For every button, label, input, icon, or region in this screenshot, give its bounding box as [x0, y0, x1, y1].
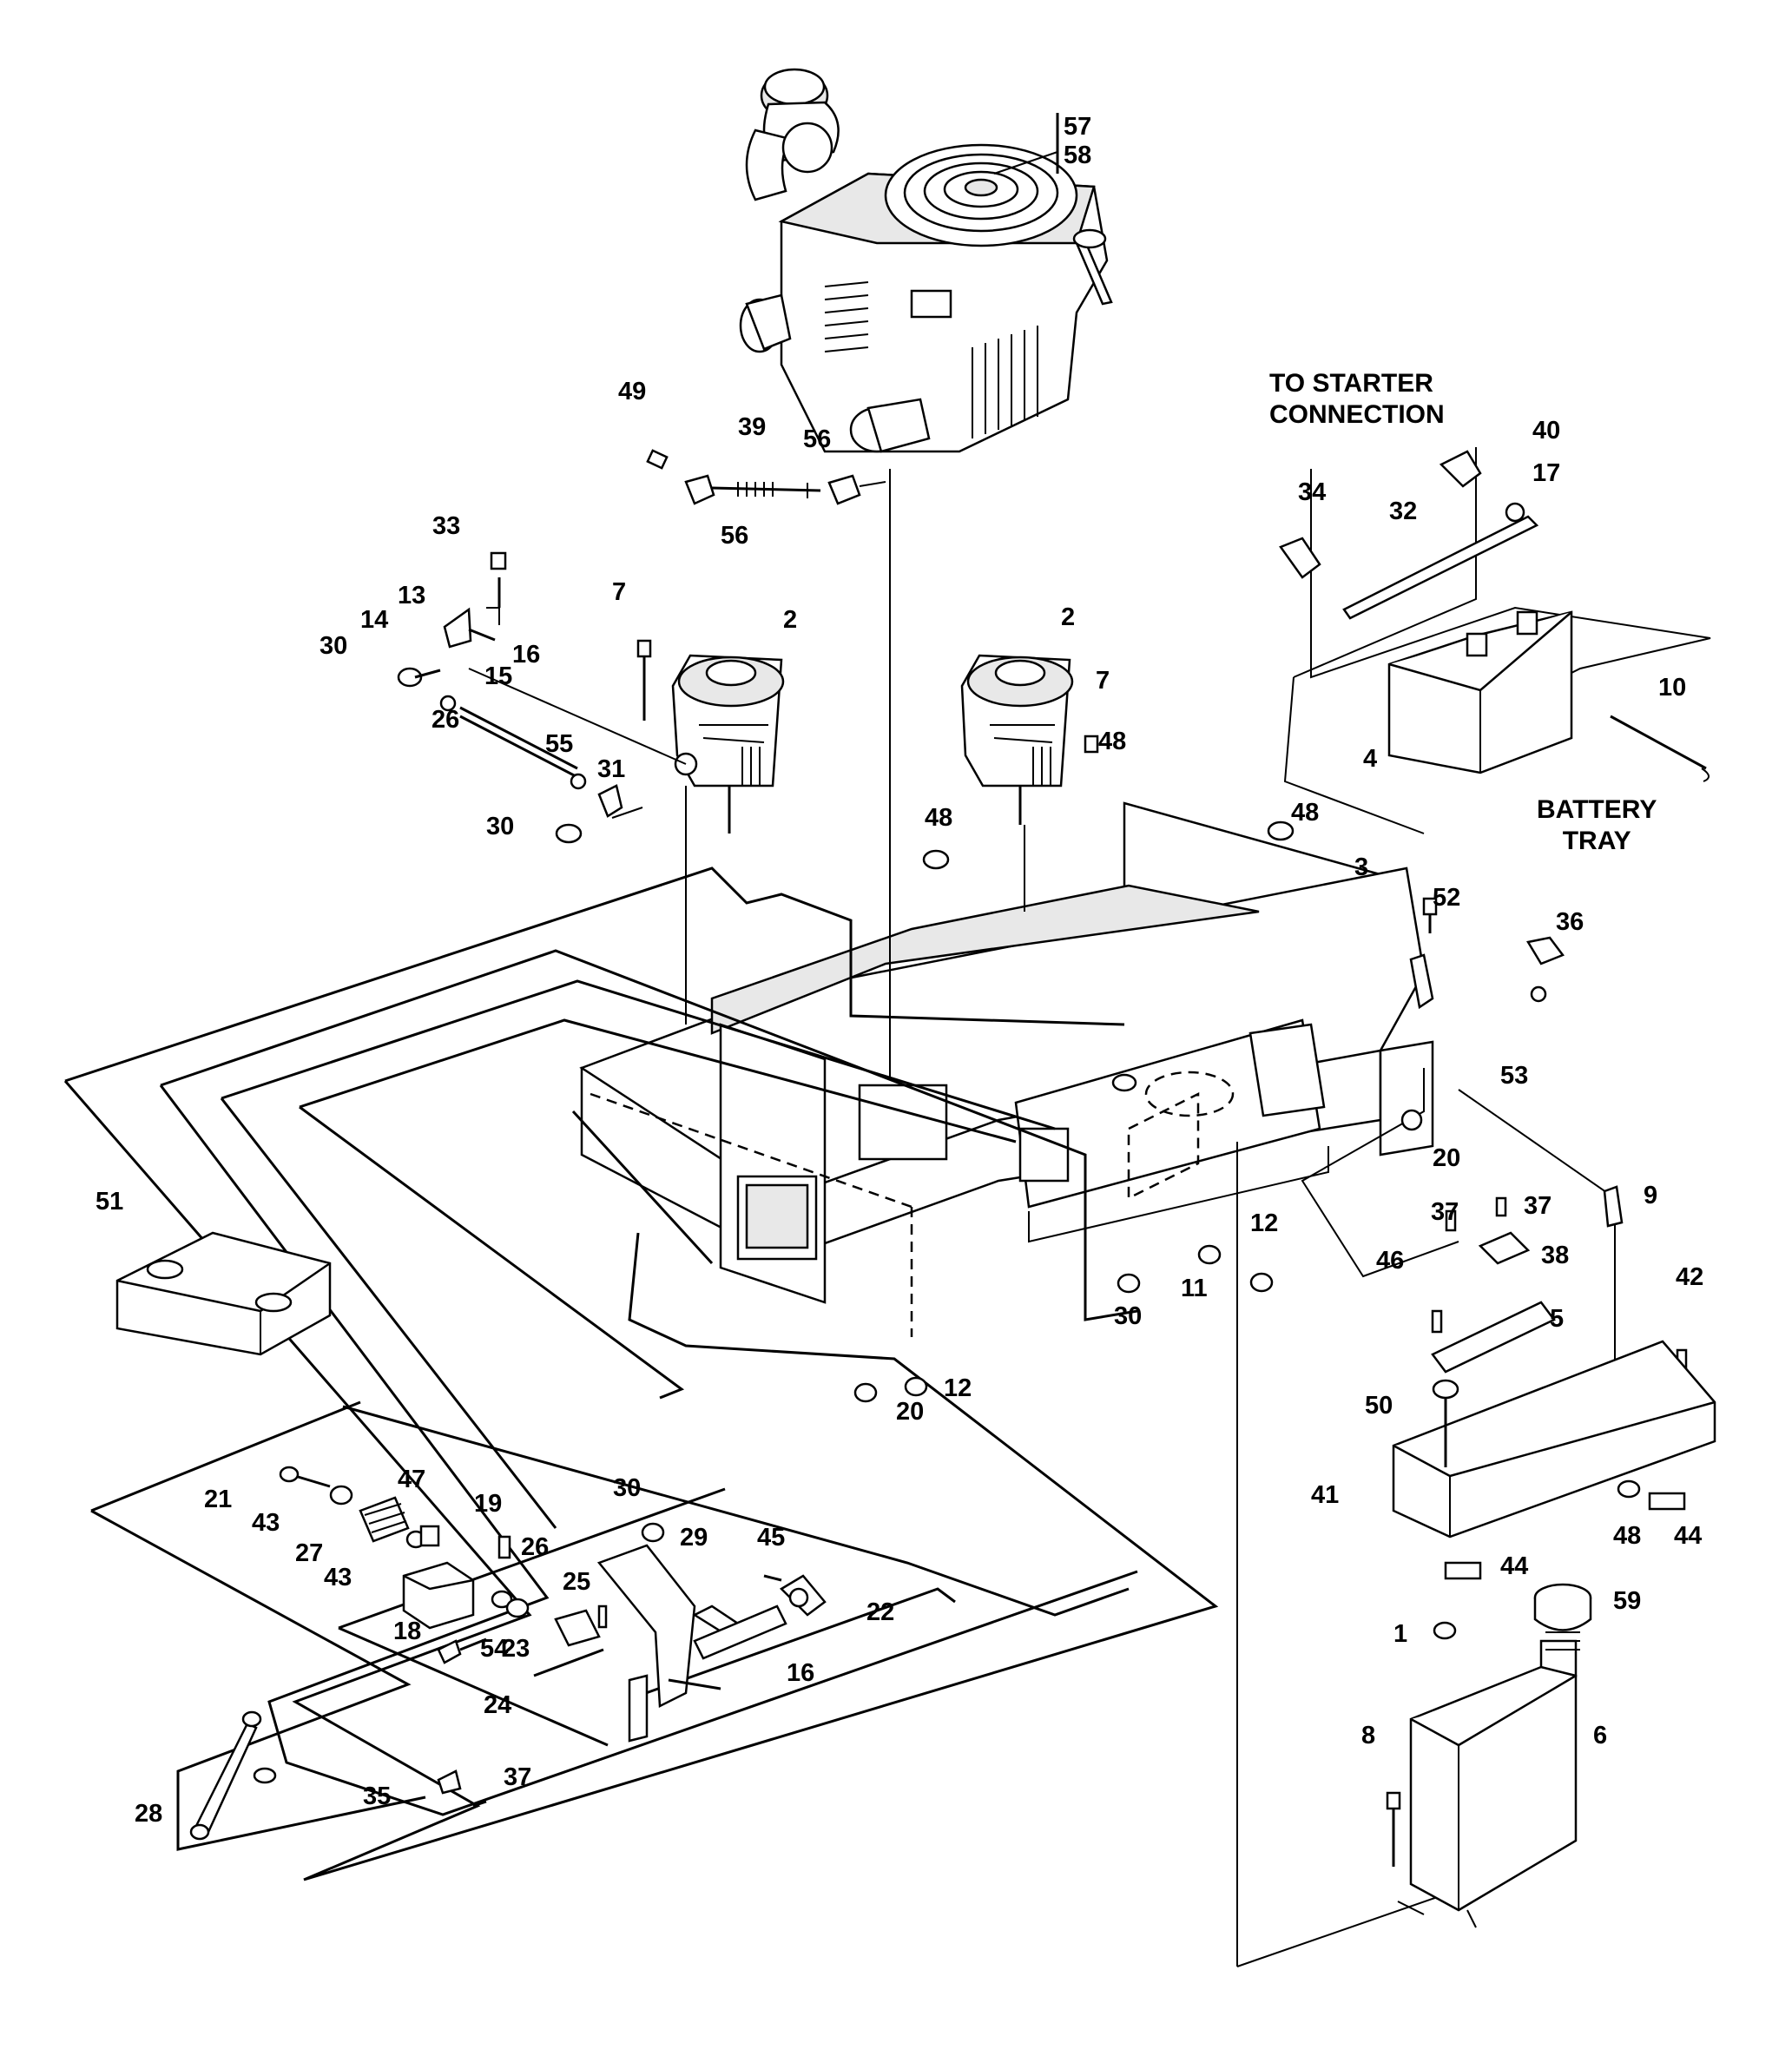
callout-41: 41	[1311, 1481, 1340, 1509]
callout-46: 46	[1376, 1247, 1405, 1275]
callout-22: 22	[866, 1598, 895, 1626]
callout-27: 27	[295, 1539, 324, 1567]
callout-43-upper: 43	[252, 1509, 280, 1537]
note-battery-line1: BATTERY	[1537, 795, 1657, 824]
callout-37-lower: 37	[504, 1763, 532, 1791]
callout-16-lower: 16	[787, 1659, 815, 1687]
callout-3: 3	[1354, 853, 1369, 881]
callout-38: 38	[1541, 1242, 1570, 1269]
callout-20-lower: 20	[896, 1398, 925, 1426]
callout-24: 24	[484, 1691, 512, 1719]
callout-10: 10	[1658, 674, 1687, 702]
engine-assembly	[739, 68, 1113, 453]
callout-25: 25	[563, 1568, 591, 1596]
note-starter-connection: TO STARTER CONNECTION	[1269, 368, 1445, 431]
callout-48-b: 48	[1291, 799, 1320, 827]
fasteners	[853, 820, 1295, 1403]
callout-37-right-a: 37	[1431, 1198, 1459, 1226]
callout-23: 23	[502, 1635, 530, 1663]
callout-59: 59	[1613, 1587, 1642, 1615]
callout-44-left: 44	[1500, 1552, 1529, 1580]
callout-47: 47	[398, 1466, 426, 1493]
callout-42: 42	[1676, 1263, 1704, 1291]
callout-1: 1	[1393, 1620, 1408, 1648]
callout-2-right: 2	[1061, 603, 1076, 631]
callout-35: 35	[363, 1782, 392, 1810]
callout-49: 49	[618, 378, 647, 405]
note-starter-line2: CONNECTION	[1269, 400, 1445, 429]
note-battery-line2: TRAY	[1562, 827, 1631, 855]
callout-48-a: 48	[1098, 728, 1127, 755]
callout-15: 15	[484, 662, 513, 690]
callout-21: 21	[204, 1486, 233, 1513]
callout-13: 13	[398, 582, 426, 609]
callout-5: 5	[1550, 1305, 1565, 1333]
note-battery-tray: BATTERY TRAY	[1537, 794, 1657, 857]
bolts-7	[636, 639, 1099, 754]
module-51	[115, 1231, 332, 1356]
callout-54: 54	[480, 1635, 509, 1663]
callout-37-right-b: 37	[1524, 1192, 1552, 1220]
callout-58: 58	[1064, 142, 1092, 169]
callout-28: 28	[135, 1800, 163, 1828]
routing-outlines	[63, 866, 1219, 1881]
callout-31: 31	[597, 755, 626, 783]
battery-assembly	[1279, 450, 1710, 782]
callout-50: 50	[1365, 1392, 1393, 1420]
callout-34: 34	[1298, 478, 1327, 506]
callout-26-upper: 26	[432, 706, 460, 734]
callout-45: 45	[757, 1524, 786, 1552]
callout-56-lower: 56	[721, 522, 749, 550]
callout-55: 55	[545, 730, 574, 758]
guide-lines	[685, 447, 1711, 1967]
callout-7-left: 7	[612, 578, 627, 606]
callout-29: 29	[680, 1524, 708, 1552]
callout-2-left: 2	[783, 606, 798, 634]
callout-30-mid: 30	[486, 813, 515, 840]
callout-43-lower: 43	[324, 1564, 352, 1591]
callout-48-c: 48	[925, 804, 953, 832]
callout-53: 53	[1500, 1062, 1529, 1090]
callout-51: 51	[96, 1188, 124, 1216]
right-small-parts	[1400, 897, 1688, 1374]
callout-11: 11	[1181, 1275, 1208, 1302]
callout-19: 19	[474, 1490, 503, 1518]
callout-39: 39	[738, 413, 767, 441]
callout-30-lower: 30	[613, 1474, 642, 1502]
callout-30-upper: 30	[320, 632, 348, 660]
callout-57: 57	[1064, 113, 1092, 141]
callout-9: 9	[1644, 1182, 1658, 1209]
callout-12-lower: 12	[944, 1374, 972, 1402]
hydro-pump-right	[960, 654, 1074, 825]
callout-26-lower: 26	[521, 1533, 550, 1561]
pedal-assembly	[189, 1466, 827, 1841]
callout-44-right: 44	[1674, 1522, 1703, 1550]
plate-and-tank	[1386, 1340, 1716, 1928]
cable-assembly-39	[646, 449, 886, 505]
callout-17: 17	[1532, 459, 1561, 487]
callout-12-right: 12	[1250, 1209, 1279, 1237]
callout-33: 33	[432, 512, 461, 540]
callout-36: 36	[1556, 908, 1584, 936]
callout-6: 6	[1593, 1722, 1608, 1749]
callout-40: 40	[1532, 417, 1561, 445]
hydro-pump-left	[671, 654, 785, 834]
callout-56-upper: 56	[803, 425, 832, 453]
callout-48-d: 48	[1613, 1522, 1642, 1550]
callout-20-right: 20	[1433, 1144, 1461, 1172]
linkage-left	[397, 551, 687, 844]
note-starter-line1: TO STARTER	[1269, 369, 1433, 398]
callout-14: 14	[360, 606, 389, 634]
main-chassis-3	[579, 801, 1434, 1337]
callout-32: 32	[1389, 497, 1418, 525]
callout-4: 4	[1363, 745, 1378, 773]
callout-30-lower-mid: 30	[1114, 1302, 1143, 1330]
callout-18: 18	[393, 1618, 422, 1645]
callout-52: 52	[1433, 884, 1461, 912]
callout-7-right: 7	[1096, 667, 1110, 695]
callout-8: 8	[1361, 1722, 1376, 1749]
callout-16-upper: 16	[512, 641, 541, 669]
